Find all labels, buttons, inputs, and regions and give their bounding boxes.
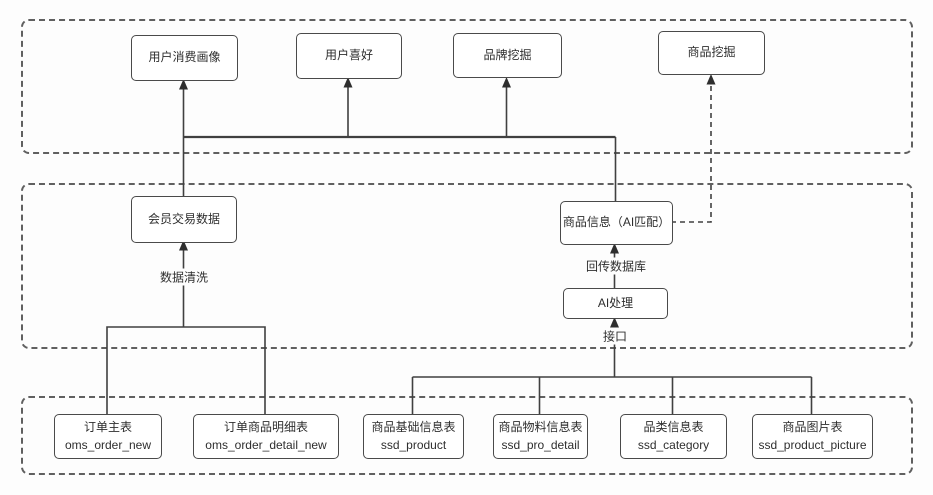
edge-label-data-cleaning: 数据清洗 (156, 268, 212, 286)
node-table-ssd-pro-detail: 商品物料信息表 ssd_pro_detail (493, 414, 588, 459)
table-name: ssd_pro_detail (501, 437, 580, 452)
node-label: 用户喜好 (324, 48, 373, 63)
node-label: 商品信息（AI匹配） (562, 215, 671, 230)
table-title: 商品物料信息表 (498, 420, 583, 435)
layer-output-container (21, 19, 913, 154)
node-table-ssd-category: 品类信息表 ssd_category (620, 414, 727, 459)
table-name: oms_order_new (64, 437, 152, 452)
node-product-mining: 商品挖掘 (658, 31, 765, 75)
layer-source-tables-container (21, 396, 913, 475)
table-name: ssd_product (380, 437, 447, 452)
node-table-oms-order-detail-new: 订单商品明细表 oms_order_detail_new (193, 414, 339, 459)
node-label: 会员交易数据 (147, 211, 220, 226)
arrowheads (179, 74, 716, 328)
table-title: 订单商品明细表 (223, 420, 308, 435)
node-ai-processing: AI处理 (563, 288, 668, 319)
node-user-consumption-profile: 用户消费画像 (131, 35, 238, 81)
node-brand-mining: 品牌挖掘 (453, 33, 562, 78)
node-label: AI处理 (597, 295, 634, 310)
node-member-transaction-data: 会员交易数据 (131, 196, 237, 243)
table-title: 订单主表 (83, 420, 132, 435)
edge-label-return-to-database: 回传数据库 (582, 257, 650, 275)
node-user-preference: 用户喜好 (296, 33, 402, 79)
table-title: 品类信息表 (643, 420, 704, 435)
edge-label-interface: 接口 (599, 327, 631, 345)
table-name: ssd_product_picture (758, 437, 867, 452)
node-label: 用户消费画像 (148, 50, 221, 65)
node-label: 品牌挖掘 (483, 47, 532, 62)
node-table-oms-order-new: 订单主表 oms_order_new (54, 414, 162, 459)
node-label: 商品挖掘 (687, 45, 736, 60)
node-table-ssd-product-picture: 商品图片表 ssd_product_picture (752, 414, 873, 459)
table-name: ssd_category (637, 437, 710, 452)
table-name: oms_order_detail_new (205, 437, 327, 452)
table-title: 商品图片表 (782, 420, 843, 435)
node-product-info-ai-match: 商品信息（AI匹配） (560, 201, 673, 245)
layer-processing-container (21, 183, 913, 349)
node-table-ssd-product: 商品基础信息表 ssd_product (363, 414, 464, 459)
table-title: 商品基础信息表 (371, 420, 456, 435)
